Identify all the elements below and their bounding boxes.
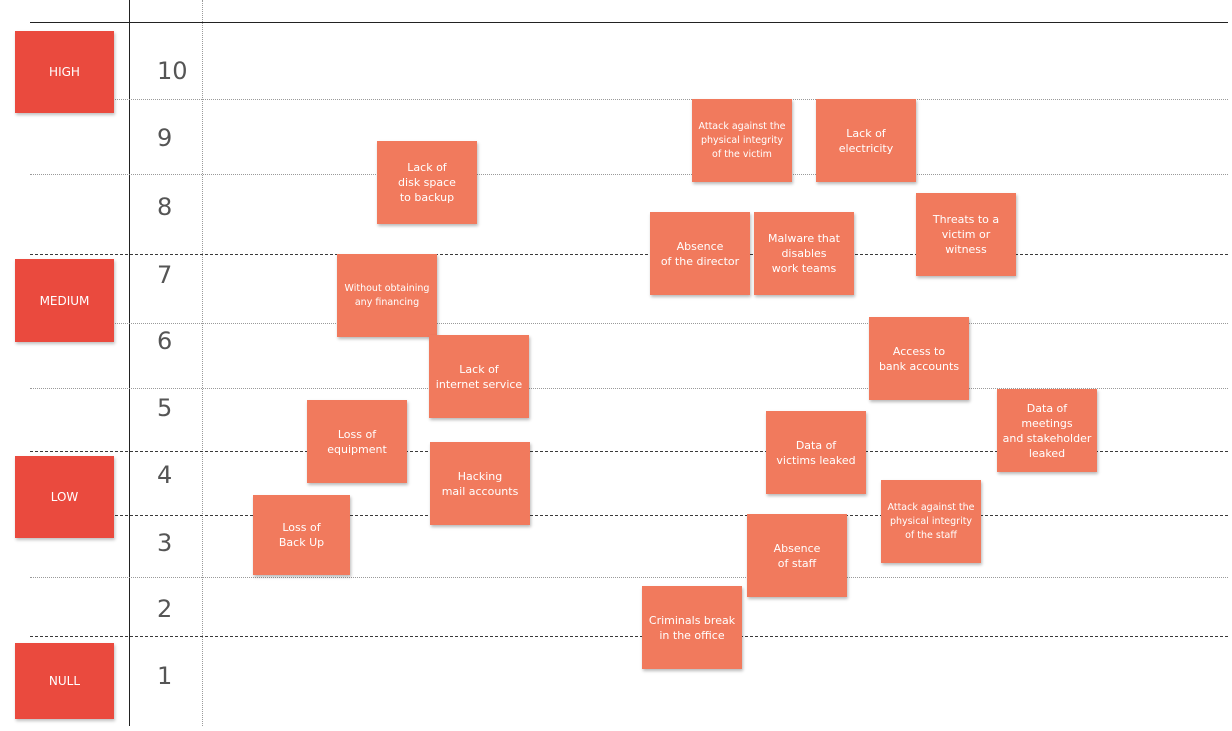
level-high-label: HIGH — [15, 31, 114, 113]
scale-7: 7 — [157, 261, 173, 289]
level-medium-label: MEDIUM — [15, 259, 114, 342]
note-attack-staff[interactable]: Attack against the physical integrity of… — [881, 480, 981, 563]
scale-2: 2 — [157, 595, 173, 623]
note-attack-victim[interactable]: Attack against the physical integrity of… — [692, 99, 792, 182]
gridline-5 — [30, 388, 1228, 389]
note-malware[interactable]: Malware that disables work teams — [754, 212, 854, 295]
note-lack-electricity[interactable]: Lack of electricity — [816, 99, 916, 182]
scale-5: 5 — [157, 394, 173, 422]
level-low-label: LOW — [15, 456, 114, 538]
gridline-8 — [30, 174, 1228, 175]
scale-1: 1 — [157, 662, 173, 690]
level-null-label: NULL — [15, 643, 114, 719]
note-threats-victim[interactable]: Threats to a victim or witness — [916, 193, 1016, 276]
scale-4: 4 — [157, 461, 173, 489]
note-criminals-break-in[interactable]: Criminals break in the office — [642, 586, 742, 669]
note-lack-disk-space[interactable]: Lack of disk space to backup — [377, 141, 477, 224]
scale-10: 10 — [157, 57, 188, 85]
scale-9: 9 — [157, 124, 173, 152]
note-without-financing[interactable]: Without obtaining any financing — [337, 254, 437, 337]
boundary-medium — [30, 254, 1228, 255]
note-loss-backup[interactable]: Loss of Back Up — [253, 495, 350, 575]
note-loss-equipment[interactable]: Loss of equipment — [307, 400, 407, 483]
gridline-9 — [30, 99, 1228, 100]
scale-column-divider — [202, 0, 203, 726]
note-absence-staff[interactable]: Absence of staff — [747, 514, 847, 597]
boundary-3 — [30, 515, 1228, 516]
left-axis-line — [129, 0, 130, 726]
note-lack-internet[interactable]: Lack of internet service — [429, 335, 529, 418]
note-hacking-mail[interactable]: Hacking mail accounts — [430, 442, 530, 525]
note-data-meetings-leaked[interactable]: Data of meetings and stakeholder leaked — [997, 389, 1097, 472]
scale-8: 8 — [157, 193, 173, 221]
note-access-bank-accounts[interactable]: Access to bank accounts — [869, 317, 969, 400]
scale-6: 6 — [157, 327, 173, 355]
note-data-victims-leaked[interactable]: Data of victims leaked — [766, 411, 866, 494]
gridline-6 — [30, 323, 1228, 324]
note-absence-director[interactable]: Absence of the director — [650, 212, 750, 295]
scale-3: 3 — [157, 529, 173, 557]
boundary-null — [30, 636, 1228, 637]
top-axis-line — [30, 22, 1228, 23]
gridline-2 — [30, 577, 1228, 578]
boundary-low — [30, 451, 1228, 452]
